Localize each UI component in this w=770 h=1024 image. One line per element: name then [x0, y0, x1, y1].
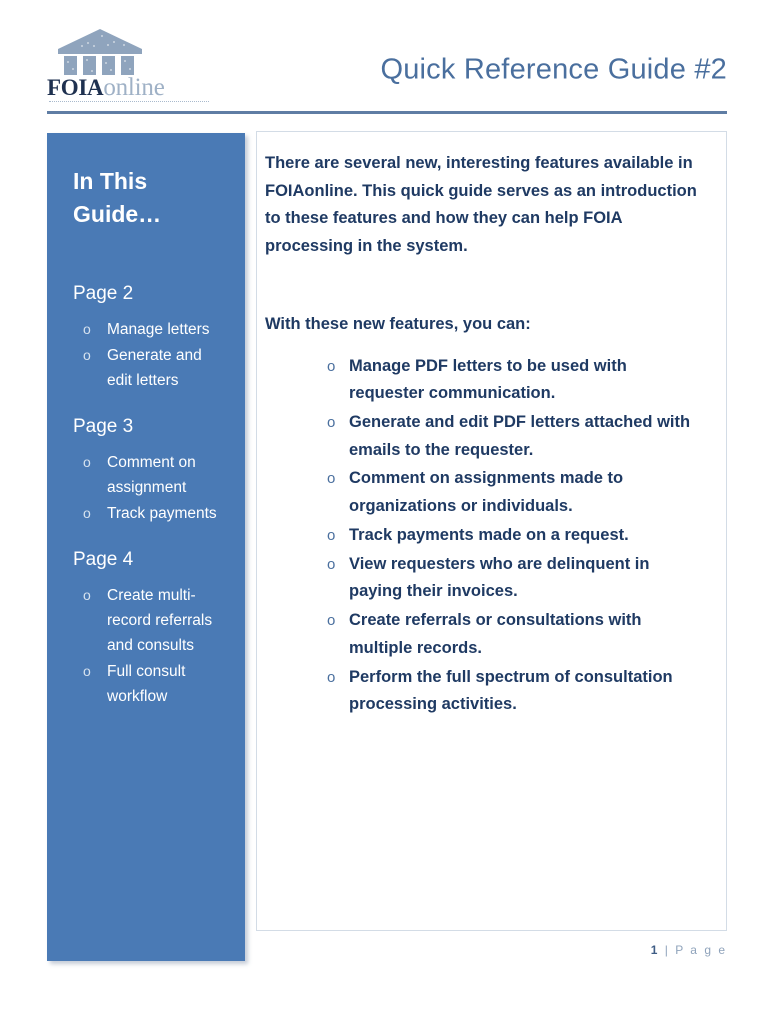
- circle-bullet-icon: o: [327, 357, 336, 375]
- sidebar-item-label: Generate and edit letters: [107, 347, 202, 390]
- list-item-text: Comment on assignments made to organizat…: [349, 469, 624, 516]
- sidebar-item-comment-on-assignment[interactable]: o Comment on assignment: [83, 450, 227, 500]
- circle-bullet-icon: o: [327, 668, 336, 686]
- features-list: o Manage PDF letters to be used with req…: [265, 353, 706, 719]
- sidebar-list-page-3: o Comment on assignment o Track payments: [73, 450, 227, 526]
- sidebar-item-full-consult-workflow[interactable]: o Full consult workflow: [83, 659, 227, 709]
- sidebar-item-track-payments[interactable]: o Track payments: [83, 501, 227, 526]
- footer-separator: |: [659, 943, 676, 957]
- sidebar-list-page-4: o Create multi-record referrals and cons…: [73, 583, 227, 710]
- sidebar-group-page-3: Page 3 o Comment on assignment o Track p…: [73, 415, 227, 526]
- footer-page-number: 1: [650, 943, 660, 957]
- circle-bullet-icon: o: [83, 454, 91, 471]
- list-item: o Create referrals or consultations with…: [327, 607, 706, 662]
- list-item-text: Perform the full spectrum of consultatio…: [349, 667, 673, 714]
- list-item: o View requesters who are delinquent in …: [327, 551, 706, 606]
- list-item-text: View requesters who are delinquent in pa…: [349, 554, 650, 601]
- circle-bullet-icon: o: [83, 587, 91, 604]
- circle-bullet-icon: o: [327, 470, 336, 488]
- list-item-text: Create referrals or consultations with m…: [349, 611, 642, 657]
- sidebar-group-page-2: Page 2 o Manage letters o Generate and e…: [73, 282, 227, 393]
- sidebar-heading: In This Guide…: [73, 168, 162, 227]
- page-title: Quick Reference Guide #2: [380, 53, 727, 86]
- logo-text-online: online: [103, 74, 165, 101]
- sidebar-group-title: Page 4: [73, 549, 134, 571]
- logo-wordmark: FOIAonline: [47, 75, 165, 100]
- sidebar-group-title: Page 2: [73, 283, 134, 305]
- page-footer: 1 | P a g e: [651, 943, 727, 957]
- circle-bullet-icon: o: [327, 555, 336, 573]
- sidebar-list-page-2: o Manage letters o Generate and edit let…: [73, 317, 227, 393]
- circle-bullet-icon: o: [83, 663, 91, 680]
- sidebar-group-page-4: Page 4 o Create multi-record referrals a…: [73, 548, 227, 709]
- page-header: FOIAonline Quick Reference Guide #2: [0, 0, 770, 118]
- list-item: o Comment on assignments made to organiz…: [327, 465, 706, 520]
- list-item: o Manage PDF letters to be used with req…: [327, 353, 706, 408]
- footer-page-label: P a g e: [675, 943, 727, 957]
- list-item-text: Generate and edit PDF letters attached w…: [349, 413, 691, 459]
- list-item: o Generate and edit PDF letters attached…: [327, 409, 706, 464]
- logo-underline: [49, 101, 209, 102]
- classical-temple-icon: [58, 29, 142, 75]
- in-this-guide-sidebar: In This Guide… Page 2 o Manage letters o…: [47, 133, 245, 961]
- main-content-panel: There are several new, interesting featu…: [256, 131, 727, 931]
- list-item-text: Manage PDF letters to be used with reque…: [349, 356, 627, 403]
- sidebar-item-label: Create multi-record referrals and consul…: [107, 587, 213, 655]
- sidebar-item-label: Manage letters: [107, 321, 210, 338]
- circle-bullet-icon: o: [327, 526, 336, 544]
- circle-bullet-icon: o: [327, 414, 336, 432]
- intro-paragraph: There are several new, interesting featu…: [265, 154, 697, 256]
- circle-bullet-icon: o: [83, 347, 91, 364]
- foiaonline-logo: FOIAonline: [47, 22, 247, 102]
- sidebar-item-label: Comment on assignment: [107, 454, 196, 497]
- sidebar-group-title: Page 3: [73, 416, 134, 438]
- circle-bullet-icon: o: [83, 505, 91, 522]
- sidebar-item-label: Full consult workflow: [107, 663, 186, 706]
- sidebar-item-label: Track payments: [107, 505, 217, 523]
- logo-text-foia: FOIA: [47, 75, 104, 100]
- sidebar-item-manage-letters[interactable]: o Manage letters: [83, 317, 227, 342]
- circle-bullet-icon: o: [83, 321, 91, 337]
- features-lead-in: With these new features, you can:: [265, 314, 531, 333]
- sidebar-item-create-multi-record-referrals[interactable]: o Create multi-record referrals and cons…: [83, 583, 227, 658]
- sidebar-item-generate-edit-letters[interactable]: o Generate and edit letters: [83, 343, 227, 393]
- list-item-text: Track payments made on a request.: [349, 525, 629, 544]
- circle-bullet-icon: o: [327, 612, 336, 630]
- header-divider: [47, 111, 727, 114]
- list-item: o Track payments made on a request.: [327, 522, 706, 550]
- list-item: o Perform the full spectrum of consultat…: [327, 664, 706, 719]
